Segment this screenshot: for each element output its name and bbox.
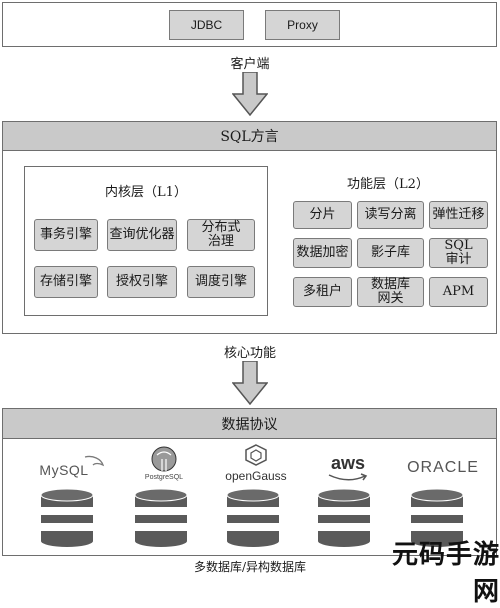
data-encryption-box: 数据加密 bbox=[293, 238, 352, 268]
multi-tenant-box: 多租户 bbox=[293, 277, 352, 307]
postgresql-wordmark: PostgreSQL bbox=[144, 474, 184, 481]
database-cylinder-icon bbox=[316, 487, 372, 553]
oracle-wordmark: ORACLE bbox=[407, 459, 479, 476]
sql-audit-box: SQL 审计 bbox=[429, 238, 488, 268]
mysql-dolphin-icon bbox=[84, 455, 105, 467]
aws-logo: aws bbox=[323, 453, 373, 483]
mysql-wordmark: MySQL bbox=[39, 462, 89, 478]
opengauss-hexagon-icon bbox=[245, 444, 267, 466]
mysql-logo: MySQL bbox=[33, 453, 113, 481]
proxy-box: Proxy bbox=[265, 10, 340, 40]
read-write-splitting-box: 读写分离 bbox=[357, 201, 424, 229]
aws-wordmark: aws bbox=[330, 453, 366, 473]
oracle-logo: ORACLE bbox=[398, 459, 488, 479]
storage-engine-box: 存储引擎 bbox=[34, 266, 98, 298]
postgresql-elephant-icon bbox=[151, 446, 177, 472]
apm-box: APM bbox=[429, 277, 488, 307]
jdbc-box: JDBC bbox=[169, 10, 244, 40]
client-label: 客户端 bbox=[230, 57, 270, 72]
elastic-migration-box: 弹性迁移 bbox=[429, 201, 488, 229]
kernel-layer-title: 内核层（L1） bbox=[105, 185, 187, 200]
kernel-layer-panel: 内核层（L1） 事务引擎 查询优化器 分布式 治理 存储引擎 授权引擎 调度引擎 bbox=[24, 166, 268, 316]
function-layer-title: 功能层（L2） bbox=[347, 177, 429, 192]
core-function-label: 核心功能 bbox=[223, 346, 276, 361]
data-protocol-bar: 数据协议 bbox=[3, 409, 496, 439]
aws-smile-icon bbox=[328, 473, 368, 481]
database-cylinder-icon bbox=[133, 487, 189, 553]
database-gateway-box: 数据库 网关 bbox=[357, 277, 424, 307]
database-cylinder-icon bbox=[39, 487, 95, 553]
opengauss-wordmark: openGauss bbox=[225, 469, 287, 483]
transaction-engine-box: 事务引擎 bbox=[34, 219, 98, 251]
data-protocol-panel: 数据协议 MySQL PostgreSQL openGauss aws ORAC… bbox=[2, 408, 497, 556]
middle-panel: SQL方言 内核层（L1） 事务引擎 查询优化器 分布式 治理 存储引擎 授权引… bbox=[2, 121, 497, 334]
opengauss-logo: openGauss bbox=[221, 443, 291, 487]
scheduling-engine-box: 调度引擎 bbox=[187, 266, 255, 298]
distributed-governance-box: 分布式 治理 bbox=[187, 219, 255, 251]
sharding-box: 分片 bbox=[293, 201, 352, 229]
authorization-engine-box: 授权引擎 bbox=[107, 266, 177, 298]
down-arrow-icon bbox=[232, 72, 268, 116]
client-panel: JDBC Proxy bbox=[2, 2, 497, 47]
postgresql-logo: PostgreSQL bbox=[129, 445, 199, 487]
watermark: 元码手游网 bbox=[391, 540, 500, 607]
query-optimizer-box: 查询优化器 bbox=[107, 219, 177, 251]
shadow-db-box: 影子库 bbox=[357, 238, 424, 268]
footer-caption: 多数据库/异构数据库 bbox=[193, 560, 307, 574]
sql-dialect-bar: SQL方言 bbox=[3, 122, 496, 151]
database-cylinder-icon bbox=[409, 487, 465, 553]
database-cylinder-icon bbox=[225, 487, 281, 553]
down-arrow-icon bbox=[232, 361, 268, 405]
